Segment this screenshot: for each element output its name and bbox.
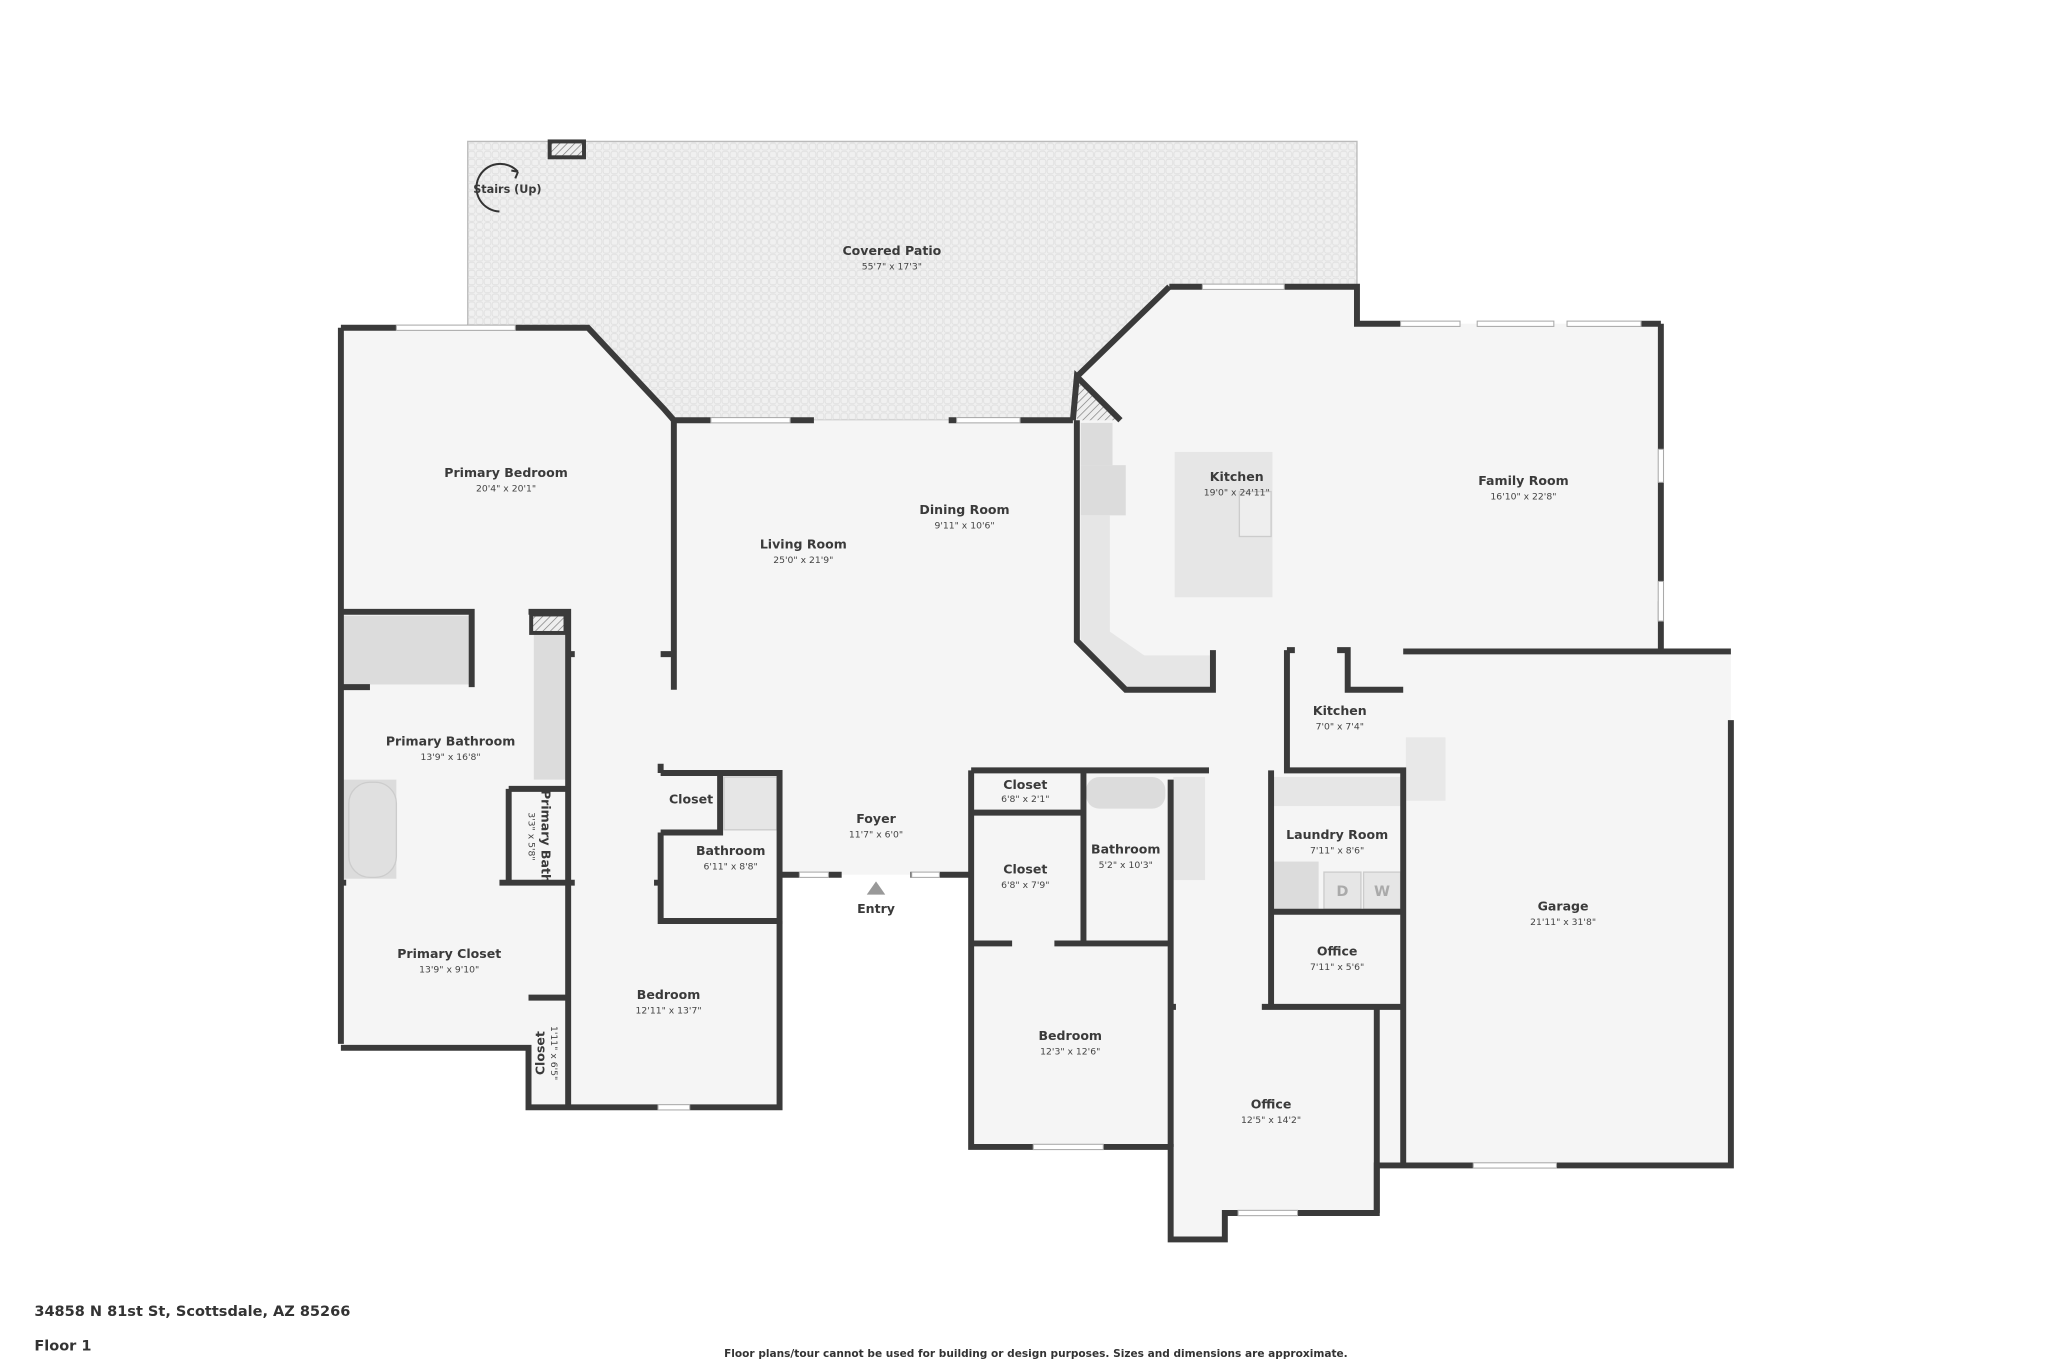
room-name: Office	[1317, 943, 1358, 958]
room-name: Bathroom	[696, 843, 765, 858]
room-dims: 9'11" x 10'6"	[934, 521, 994, 532]
room-dims: 3'3" x 5'8"	[526, 812, 537, 860]
room-dims: 16'10" x 22'8"	[1490, 492, 1556, 503]
windows	[395, 283, 1665, 1217]
room-name: Primary Bath	[539, 790, 554, 883]
stairs-label: Stairs (Up)	[473, 183, 541, 196]
room-dims: 5'2" x 10'3"	[1099, 860, 1153, 871]
room-dims: 12'3" x 12'6"	[1040, 1046, 1100, 1057]
room-name: Kitchen	[1313, 703, 1367, 718]
room-name: Garage	[1538, 898, 1589, 913]
room-name: Dining Room	[919, 502, 1009, 517]
room-dims: 7'11" x 8'6"	[1310, 846, 1364, 857]
room-dims: 55'7" x 17'3"	[862, 262, 922, 273]
room-name: Closet	[1003, 777, 1047, 792]
room-name: Primary Bedroom	[444, 465, 568, 480]
room-dims: 25'0" x 21'9"	[773, 555, 833, 566]
room-name: Living Room	[760, 536, 847, 551]
dryer-label: D	[1336, 884, 1348, 900]
column	[529, 612, 568, 635]
room-dims: 11'7" x 6'0"	[849, 830, 903, 841]
room-name: Closet	[532, 1031, 547, 1075]
stairs-icon	[475, 162, 519, 213]
room-name: Bedroom	[1038, 1028, 1102, 1043]
room-dims: 13'9" x 9'10"	[419, 965, 479, 976]
room-name: Kitchen	[1210, 469, 1264, 484]
room-dims: 6'8" x 7'9"	[1001, 880, 1049, 891]
room-name: Laundry Room	[1286, 827, 1388, 842]
chimney	[547, 139, 586, 160]
fixtures	[343, 422, 1446, 910]
room-dims: 6'8" x 2'1"	[1001, 794, 1049, 805]
address: 34858 N 81st St, Scottsdale, AZ 85266	[34, 1304, 350, 1320]
room-dims: 12'11" x 13'7"	[636, 1005, 702, 1016]
room-name: Office	[1251, 1097, 1292, 1112]
room-name: Bedroom	[637, 987, 701, 1002]
walls	[337, 283, 1734, 1243]
room-dims: 20'4" x 20'1"	[476, 484, 536, 495]
washer-label: W	[1374, 884, 1390, 900]
room-dims: 7'11" x 5'6"	[1310, 962, 1364, 973]
room-name: Closet	[669, 791, 713, 806]
room-dims: 6'11" x 8'8"	[704, 861, 758, 872]
room-name: Family Room	[1478, 473, 1569, 488]
room-dims: 13'9" x 16'8"	[420, 752, 480, 763]
room-name: Primary Closet	[397, 946, 501, 961]
room-name: Primary Bathroom	[386, 733, 515, 748]
room-name: Bathroom	[1091, 842, 1160, 857]
entry-label: Entry	[857, 901, 895, 916]
floor-label: Floor 1	[34, 1338, 91, 1354]
room-dims: 19'0" x 24'11"	[1204, 488, 1270, 499]
room-dims: 12'5" x 14'2"	[1241, 1115, 1301, 1126]
house-floor	[340, 286, 1731, 1240]
room-dims: 1'11" x 6'5"	[548, 1026, 559, 1080]
room-name: Foyer	[856, 811, 896, 826]
disclaimer: Floor plans/tour cannot be used for buil…	[724, 1348, 1348, 1360]
room-dims: 21'11" x 31'8"	[1530, 917, 1596, 928]
room-name: Closet	[1003, 861, 1047, 876]
entry-arrow-icon	[866, 881, 886, 895]
room-name: Covered Patio	[842, 243, 941, 258]
room-dims: 7'0" x 7'4"	[1316, 721, 1364, 732]
